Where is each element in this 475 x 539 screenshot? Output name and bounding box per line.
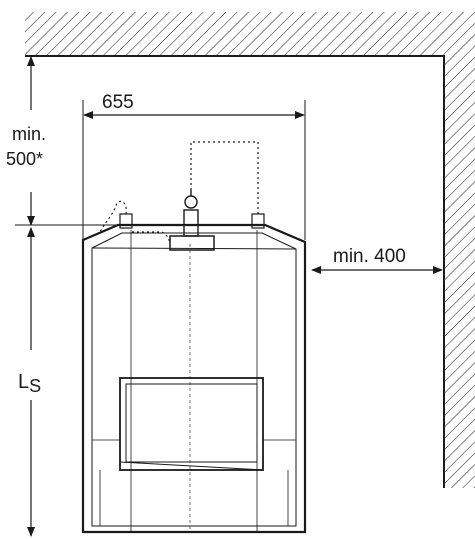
- top-clearance-label-line2: 500*: [6, 149, 43, 169]
- width-dimension-label: 655: [102, 92, 134, 113]
- width-dimension: 655: [82, 92, 306, 240]
- wall-ceiling: [25, 12, 475, 488]
- water-heater: [81, 190, 307, 534]
- side-clearance-label: min. 400: [333, 246, 406, 267]
- height-symbol: LS: [18, 371, 41, 396]
- height-symbol-main: L: [18, 371, 29, 393]
- top-clearance-label-line1: min.: [12, 124, 46, 144]
- height-symbol-sub: S: [29, 376, 41, 396]
- side-clearance-dimension: min. 400: [311, 246, 443, 274]
- height-dimension: LS: [18, 227, 41, 537]
- top-clearance-dimension: min. 500*: [6, 56, 140, 226]
- pipe-runs: [99, 141, 259, 243]
